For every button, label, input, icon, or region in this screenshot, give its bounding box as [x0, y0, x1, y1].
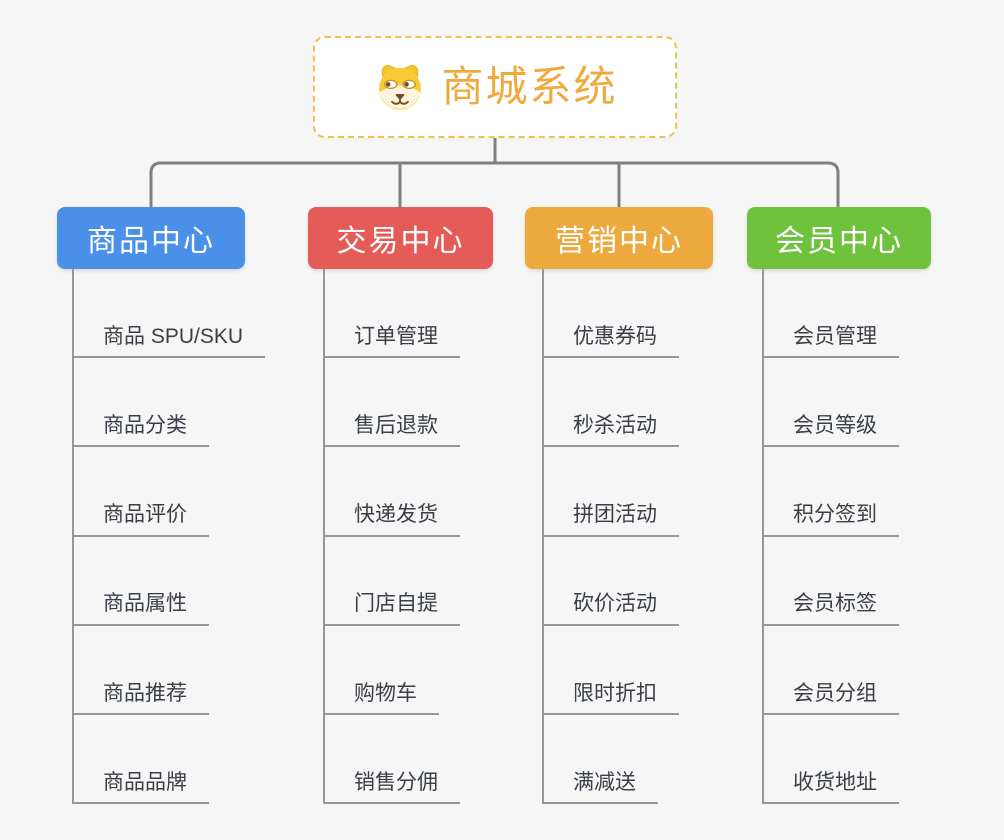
- subtopic[interactable]: 商品分类: [74, 413, 209, 448]
- subtopic[interactable]: 会员等级: [764, 413, 899, 448]
- dog-face-icon: [379, 65, 422, 110]
- subtopic[interactable]: 拼团活动: [544, 502, 679, 537]
- subtopic[interactable]: 满减送: [544, 770, 658, 805]
- root-topic[interactable]: 商城系统: [313, 36, 677, 138]
- subtopic[interactable]: 会员标签: [764, 591, 899, 626]
- subtopic[interactable]: 砍价活动: [544, 591, 679, 626]
- subtopic[interactable]: 商品评价: [74, 502, 209, 537]
- subtopic[interactable]: 订单管理: [325, 324, 460, 359]
- branch-children-trade-center: 订单管理 售后退款 快递发货 门店自提 购物车 销售分佣: [323, 269, 460, 805]
- branch-topic-member-center[interactable]: 会员中心: [747, 207, 931, 269]
- root-topic-title: 商城系统: [441, 63, 618, 110]
- branch-children-product-center: 商品 SPU/SKU 商品分类 商品评价 商品属性 商品推荐 商品品牌: [72, 269, 266, 805]
- subtopic[interactable]: 商品属性: [74, 591, 209, 626]
- branch-label: 交易中心: [336, 225, 465, 258]
- subtopic[interactable]: 商品推荐: [74, 681, 209, 715]
- subtopic[interactable]: 限时折扣: [544, 681, 679, 715]
- subtopic[interactable]: 优惠券码: [544, 324, 679, 359]
- branch-label: 商品中心: [87, 225, 215, 258]
- subtopic[interactable]: 快递发货: [325, 502, 460, 537]
- branch-topic-marketing-center[interactable]: 营销中心: [525, 207, 713, 269]
- branch-label: 营销中心: [555, 225, 683, 258]
- subtopic[interactable]: 商品 SPU/SKU: [74, 324, 266, 359]
- subtopic[interactable]: 会员管理: [764, 324, 899, 359]
- subtopic[interactable]: 商品品牌: [74, 770, 209, 805]
- branch-label: 会员中心: [775, 225, 903, 258]
- subtopic[interactable]: 秒杀活动: [544, 413, 679, 448]
- subtopic[interactable]: 会员分组: [764, 681, 899, 715]
- branch-topic-product-center[interactable]: 商品中心: [57, 207, 245, 269]
- subtopic[interactable]: 售后退款: [325, 413, 460, 448]
- subtopic[interactable]: 门店自提: [325, 591, 460, 626]
- subtopic[interactable]: 积分签到: [764, 502, 899, 537]
- subtopic[interactable]: 收货地址: [764, 770, 899, 805]
- subtopic[interactable]: 销售分佣: [325, 770, 460, 805]
- branch-children-marketing-center: 优惠券码 秒杀活动 拼团活动 砍价活动 限时折扣 满减送: [542, 269, 679, 805]
- subtopic[interactable]: 购物车: [325, 681, 439, 715]
- branch-topic-trade-center[interactable]: 交易中心: [308, 207, 493, 269]
- branch-children-member-center: 会员管理 会员等级 积分签到 会员标签 会员分组 收货地址: [762, 269, 899, 805]
- branch-rail-line: [149, 161, 840, 209]
